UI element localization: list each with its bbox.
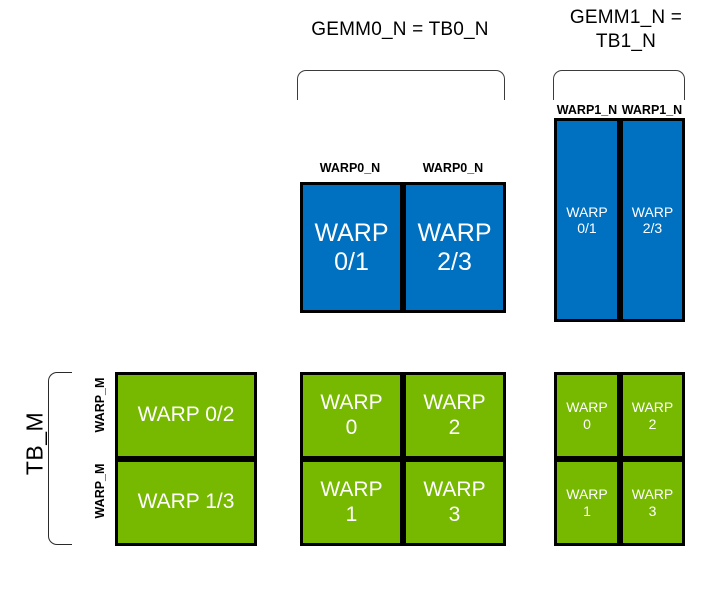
gemm0-span-bracket [297, 70, 505, 100]
blue-right-block-0: WARP 0/1 [554, 118, 620, 322]
blue-right-block-1: WARP 2/3 [620, 118, 685, 322]
gemm1-group-title: GEMM1_N = TB1_N [569, 7, 683, 53]
gemm1-span-bracket [553, 70, 685, 100]
green-mid-block-2: WARP 1 [300, 459, 403, 546]
tb-m-label: TB_M [21, 411, 48, 476]
warp1-n-left-label: WARP1_N [556, 103, 618, 117]
blue-mid-block-1: WARP 2/3 [403, 182, 506, 313]
green-left-block-0: WARP 0/2 [115, 372, 257, 459]
blue-mid-block-0: WARP 0/1 [300, 182, 403, 313]
warp-m-top-label: WARP_M [93, 377, 107, 433]
warp0-n-right-label: WARP0_N [422, 161, 484, 175]
warp1-n-right-label: WARP1_N [621, 103, 683, 117]
green-right-block-3: WARP 3 [620, 459, 685, 546]
warp-m-bottom-label: WARP_M [93, 463, 107, 519]
green-right-block-2: WARP 1 [554, 459, 620, 546]
green-right-block-1: WARP 2 [620, 372, 685, 459]
green-mid-block-3: WARP 3 [403, 459, 506, 546]
tb-m-bracket [48, 372, 72, 545]
green-right-block-0: WARP 0 [554, 372, 620, 459]
warp0-n-left-label: WARP0_N [319, 161, 381, 175]
green-mid-block-1: WARP 2 [403, 372, 506, 459]
gemm0-group-title: GEMM0_N = TB0_N [311, 19, 489, 40]
green-mid-block-0: WARP 0 [300, 372, 403, 459]
green-left-block-1: WARP 1/3 [115, 459, 257, 546]
